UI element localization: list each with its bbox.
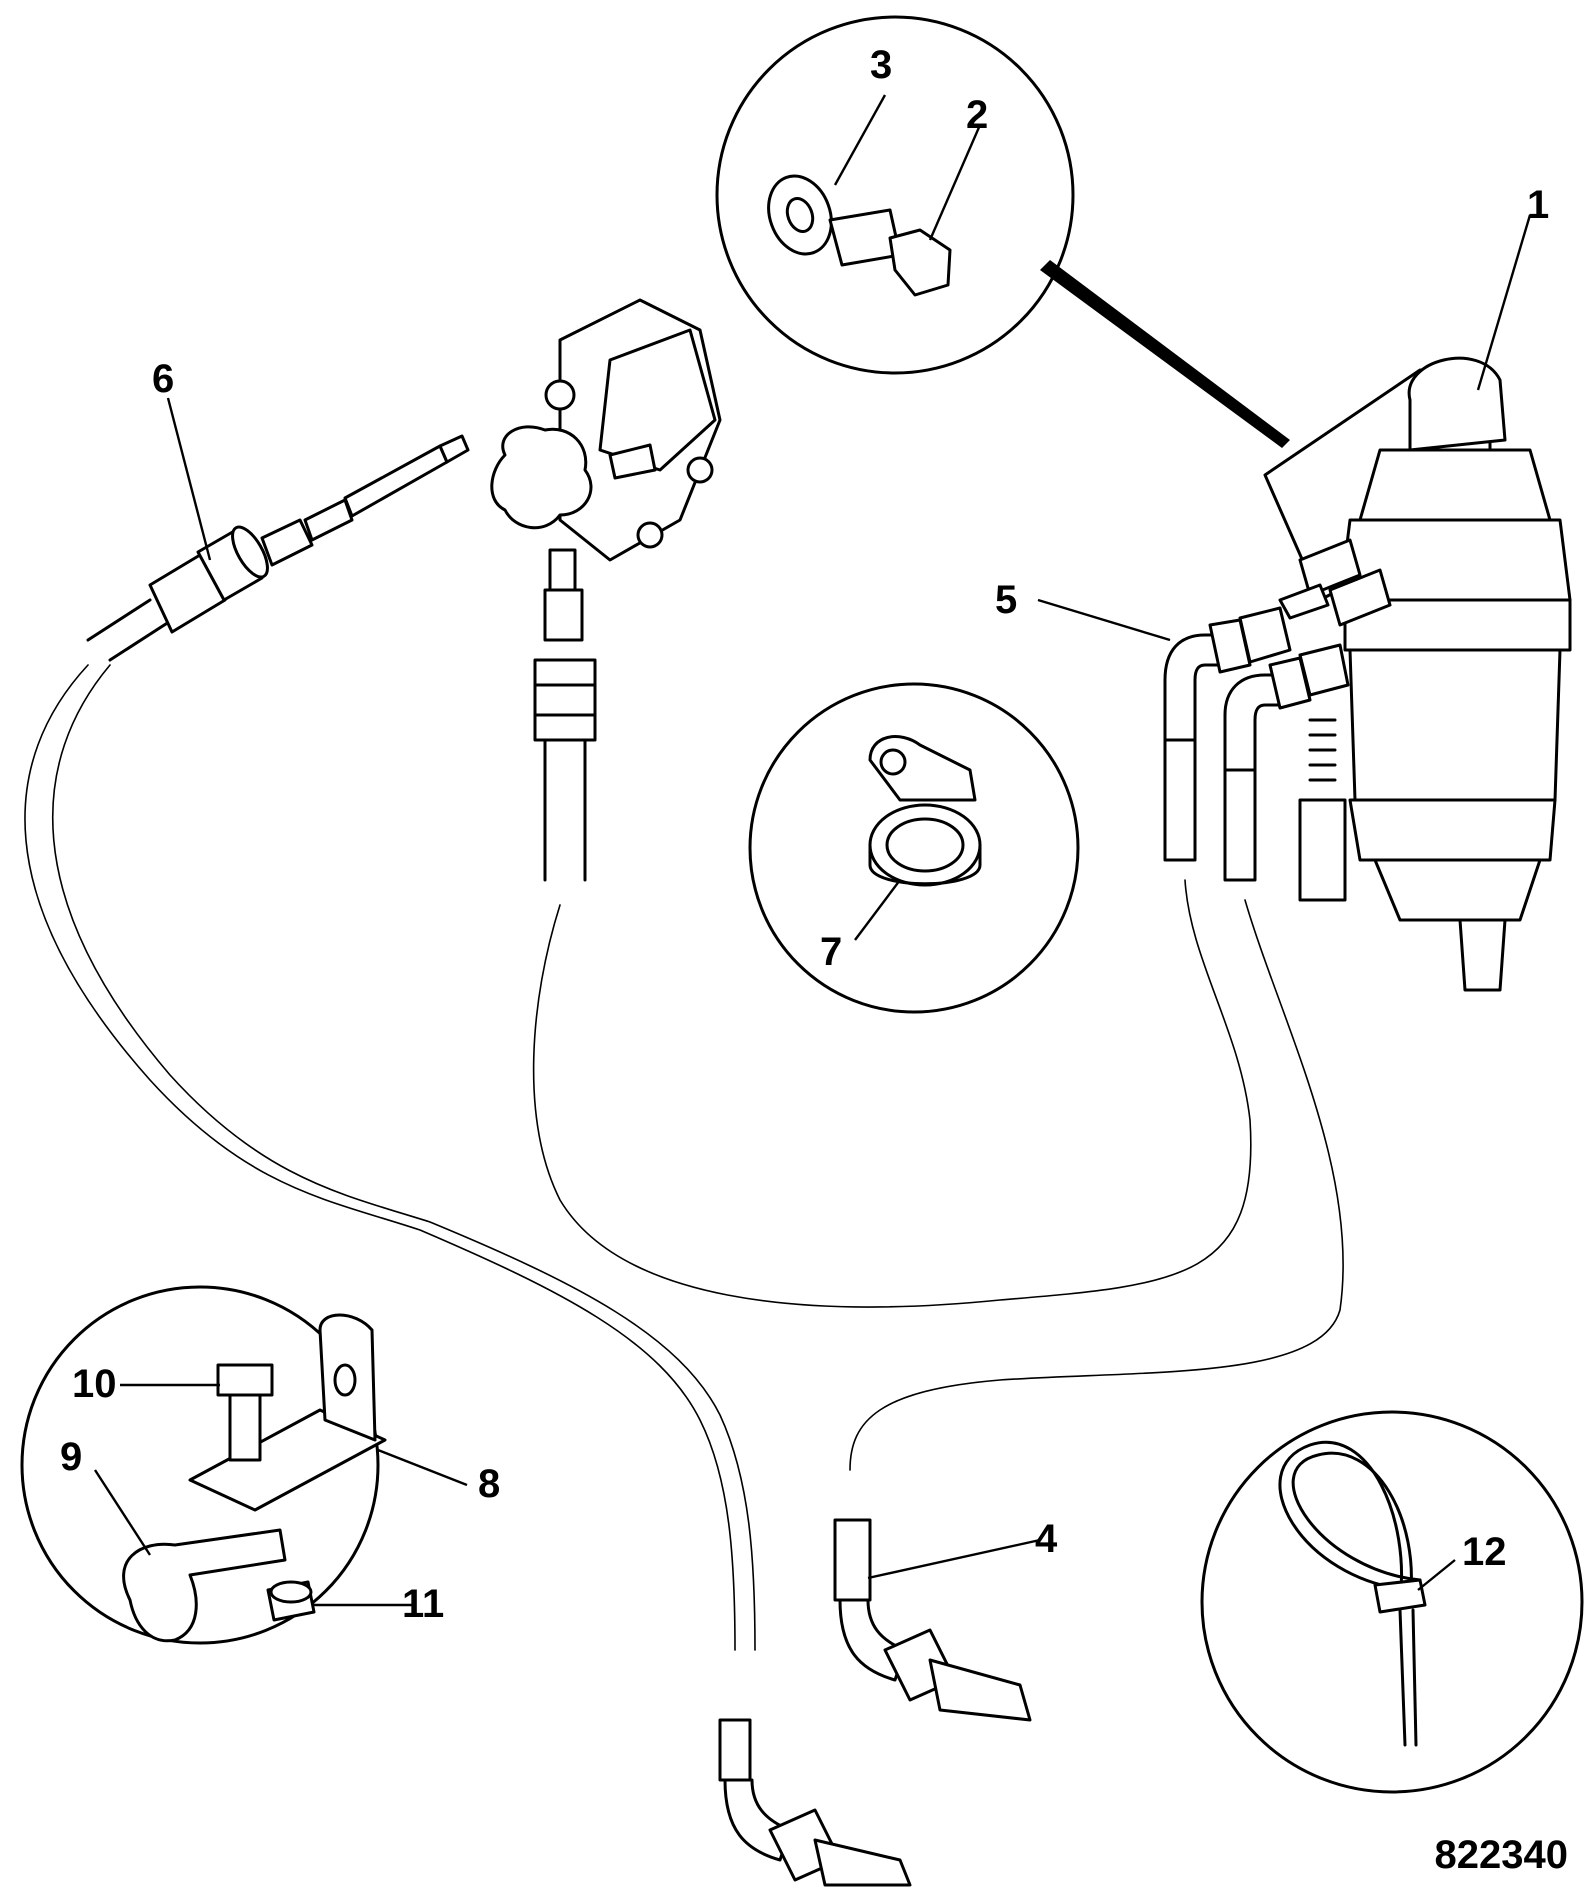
callout-labels: 1 2 3 4 5 6 7 8 9 10 11 12	[60, 43, 1549, 1626]
connector-6-illustration	[86, 434, 470, 662]
leader-12	[1417, 1559, 1456, 1591]
leader-6	[166, 397, 212, 561]
pipe-routes	[24, 664, 1344, 1651]
callout-1: 1	[1527, 183, 1549, 227]
leader-5	[1037, 598, 1171, 642]
pipe-route-pump	[532, 879, 1252, 1308]
callout-9: 9	[60, 1435, 82, 1479]
pipe-route-filter	[849, 899, 1344, 1471]
detail-circle-cable-tie	[1200, 1410, 1584, 1794]
leader-1	[1476, 214, 1532, 391]
detail-circle-bolt-washer	[715, 15, 1290, 448]
callout-4: 4	[1035, 1517, 1058, 1561]
callout-5: 5	[995, 578, 1017, 622]
lower-adapter-right-illustration	[833, 1518, 1032, 1722]
callout-8: 8	[478, 1462, 500, 1506]
callout-11: 11	[402, 1582, 444, 1626]
leader-lines	[93, 94, 1532, 1607]
leader-2	[928, 124, 982, 241]
callout-2: 2	[966, 93, 988, 137]
pipe-route-6	[24, 664, 736, 1651]
leader-3	[833, 94, 887, 186]
leader-9	[93, 1469, 152, 1556]
lift-pump-illustration	[490, 298, 722, 882]
leader-4	[867, 1538, 1041, 1580]
detail-circle-bracket	[20, 1285, 387, 1645]
elbow-connectors-5-illustration	[1163, 583, 1350, 882]
callout-12: 12	[1462, 1530, 1507, 1574]
detail-circle-clip	[748, 682, 1080, 1014]
lower-adapter-left-illustration	[718, 1718, 912, 1887]
drawing-number: 822340	[1435, 1833, 1568, 1877]
callout-10: 10	[72, 1362, 117, 1406]
leader-7	[854, 879, 901, 941]
callout-6: 6	[152, 357, 174, 401]
callout-7: 7	[820, 930, 842, 974]
leader-8	[377, 1448, 468, 1487]
callout-3: 3	[870, 43, 892, 87]
